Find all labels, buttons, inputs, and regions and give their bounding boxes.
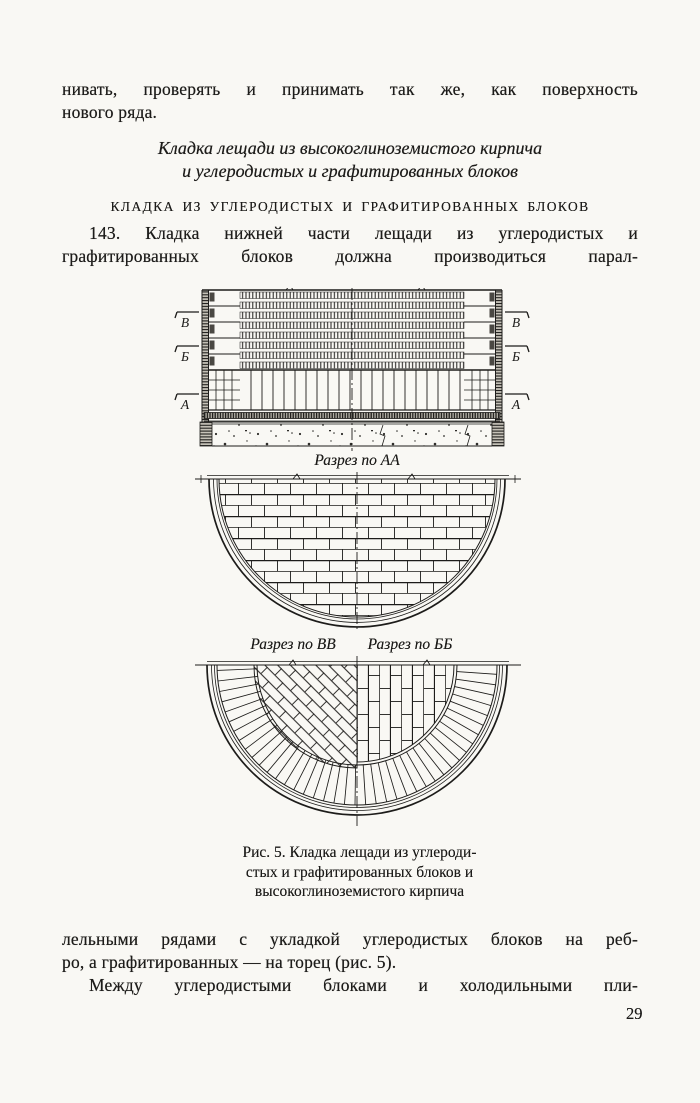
text-line: ро, а графитированных — на торец (рис. 5…: [62, 952, 397, 972]
label-section-vv: Разрез по ВВ: [250, 636, 336, 653]
subheading: КЛАДКА ИЗ УГЛЕРОДИСТЫХ И ГРАФИТИРОВАННЫХ…: [110, 199, 590, 214]
paragraph-top: нивать, проверять и принимать так же, ка…: [62, 78, 638, 124]
diagonal-blocks-left-half: [253, 664, 358, 769]
caption-line: высокоглиноземистого кирпича: [254, 883, 465, 900]
drawing-plan-section-aa: [195, 472, 521, 632]
marker-a-right: А: [511, 397, 521, 412]
drawing-vertical-section: В Б А В Б А: [174, 288, 530, 451]
text-line: 143. Кладка нижней части лещади из углер…: [89, 223, 638, 243]
paragraph-bottom: лельными рядами с укладкой углеродистых …: [62, 928, 638, 997]
text-line: графитированных блоков должна производит…: [62, 246, 638, 266]
text-line: лельными рядами с укладкой углеродистых …: [62, 929, 638, 949]
figure-caption: Рис. 5. Кладка лещади из углероди- стых …: [187, 843, 532, 902]
caption-line: Рис. 5. Кладка лещади из углероди-: [242, 844, 477, 861]
marker-b-left: Б: [180, 349, 189, 364]
text-line: нивать, проверять и принимать так же, ка…: [62, 79, 638, 99]
vertical-blocks-right-half: [356, 664, 455, 763]
heading-line: Кладка лещади из высокоглиноземистого ки…: [157, 138, 543, 158]
caption-line: стых и графитированных блоков и: [245, 863, 474, 881]
break-marks: [292, 473, 416, 480]
side-brick-rows: [208, 292, 496, 366]
paragraph-143: 143. Кладка нижней части лещади из углер…: [62, 222, 638, 268]
drawing-plan-sections-vv-bb: [195, 656, 521, 826]
label-section-aa: Разрез по АА: [314, 452, 400, 469]
section-markers: В Б А В Б А: [174, 311, 530, 412]
marker-a-left: А: [180, 397, 190, 412]
text-line: нового ряда.: [62, 102, 158, 122]
section-heading: Кладка лещади из высокоглиноземистого ки…: [62, 137, 638, 183]
break-marks: [288, 659, 431, 666]
marker-v-right: В: [512, 315, 520, 330]
marker-v-left: В: [181, 315, 189, 330]
marker-b-right: Б: [511, 349, 520, 364]
radial-joints: [217, 668, 497, 806]
page-number: 29: [626, 1004, 643, 1023]
text-line: Между углеродистыми блоками и холодильны…: [89, 975, 638, 995]
heading-line: и углеродистых и графитированных блоков: [182, 161, 518, 181]
label-section-bb: Разрез по ББ: [367, 636, 453, 653]
break-marks: [285, 288, 426, 291]
